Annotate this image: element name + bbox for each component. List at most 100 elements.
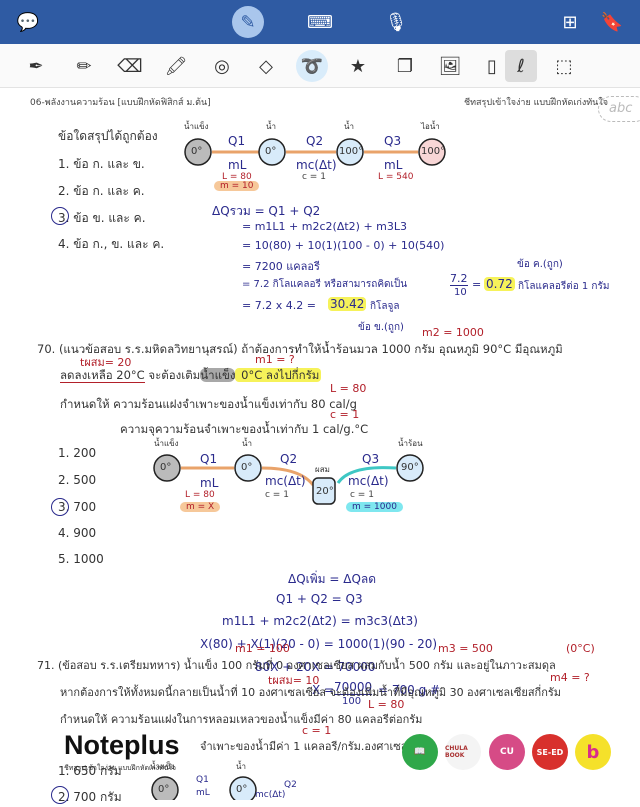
q-label: Q3 — [384, 134, 402, 148]
equals-sign: = — [472, 278, 482, 291]
q70-option[interactable]: 1. 200 — [58, 446, 97, 460]
se-ed-logo: SE-ED — [532, 734, 568, 770]
temp-label: 0° — [265, 146, 277, 157]
q70-option[interactable]: 2. 500 — [58, 473, 97, 487]
work-line: X(80) + X(1)(20 - 0) = 1000(1)(90 - 20) — [200, 637, 438, 651]
state-label: น้ำแข็ง — [184, 122, 209, 131]
water-state-circle — [234, 454, 262, 482]
steam-state-circle — [418, 138, 446, 166]
q-label: Q3 — [362, 452, 380, 466]
formula-label: mL — [228, 158, 247, 172]
work-line: = m1L1 + m2c2(Δt2) + m3L3 — [242, 220, 407, 233]
mic-off-icon[interactable]: 🎙 — [384, 11, 408, 33]
mass-label: m = 1000 — [346, 502, 403, 512]
work-line: ΔQเพิ่ม = ΔQลด — [288, 572, 377, 586]
fraction-denominator: 10 — [454, 287, 467, 298]
result-highlight: 0.72 — [484, 277, 515, 291]
q-label: Q2 — [284, 780, 297, 790]
q69-option[interactable]: 3. ข้อ ข. และ ค. — [58, 211, 146, 225]
q71-text: หากต้องการให้ทั้งหมดนี้กลายเป็นน้ำที่ 10… — [60, 686, 562, 699]
water-state-circle — [229, 776, 257, 800]
page-tool-icon[interactable]: ▯ — [487, 55, 497, 77]
pen-mode-icon[interactable]: ✎ — [232, 6, 264, 38]
chula-book-logo: CHULA BOOK — [445, 734, 481, 770]
formula-label: mc(Δt) — [348, 474, 389, 488]
temp-label: 0° — [191, 146, 203, 157]
work-line: = 7.2 x 4.2 = — [242, 299, 316, 312]
annotation: m1 = ? — [255, 353, 295, 366]
page-header-right: ชีทสรุปเข้าใจง่าย แบบฝึกหัดเก่งทันใจ — [463, 98, 608, 108]
annotation: m4 = ? — [550, 671, 590, 684]
formula-label: mc(Δt) — [296, 158, 337, 172]
answer-circle — [51, 786, 69, 804]
text: จะต้องเติม — [144, 368, 201, 382]
ai-chat-icon[interactable]: 💬 — [16, 11, 40, 33]
noteplus-watermark: Noteplus — [64, 730, 180, 760]
unit-label: กิโลแคลอรีต่อ 1 กรัม — [518, 281, 610, 292]
lasso-tool-icon[interactable]: ➰ — [296, 50, 328, 82]
q71-text: จำเพาะของน้ำมีค่า 1 แคลอรี/กรัม.องศาเซลเ… — [200, 740, 432, 753]
shapes-tool-icon[interactable]: ◇ — [259, 55, 273, 77]
formula-label: mL — [200, 476, 219, 490]
text: 0°C ลงไปกี่กรัม — [235, 368, 322, 382]
mixture-cup — [312, 477, 336, 505]
state-label: น้ำแข็ง — [150, 762, 175, 771]
text: ลดลงเหลือ 20°C — [60, 368, 145, 383]
formula-label: mc(Δt) — [255, 790, 286, 800]
state-label: ไอน้ำ — [421, 122, 440, 131]
lasso-select-tool-icon[interactable]: ℓ — [505, 50, 537, 82]
annotation: tผสม= 20 — [80, 356, 132, 369]
q69-option[interactable]: 1. ข้อ ก. และ ข. — [58, 157, 145, 171]
work-line: X = — [312, 683, 335, 697]
constant-label: c = 1 — [265, 490, 289, 500]
tape-tool-icon[interactable]: ◎ — [214, 55, 230, 77]
q71-option[interactable]: 1. 650 กรัม — [58, 764, 122, 778]
text-tool[interactable]: abc — [598, 96, 640, 122]
q69-option[interactable]: 4. ข้อ ก., ข. และ ค. — [58, 237, 165, 251]
ice-state-circle — [153, 454, 181, 482]
work-line: 80X + 20X = 70000 — [255, 660, 376, 674]
answer-circle — [51, 207, 69, 225]
page-header-left: 06-พลังงานความร้อน [แบบฝึกหัดฟิสิกส์ ม.ต… — [30, 98, 211, 108]
q70-text: ลดลงเหลือ 20°C จะต้องเติมน้ำแข็ง 0°C ลงไ… — [60, 367, 322, 385]
state-label: น้ำ — [236, 762, 246, 771]
result-highlight: 30.42 — [328, 297, 367, 311]
q69-option[interactable]: 2. ข้อ ก. และ ค. — [58, 184, 145, 198]
highlighter-tool-icon[interactable]: 🖍 — [164, 55, 188, 77]
work-line: = 700 g # — [378, 683, 441, 697]
pencil-tool-icon[interactable]: ✏ — [76, 55, 92, 77]
q-label: Q1 — [228, 134, 246, 148]
q-label: Q1 — [196, 775, 209, 785]
keyboard-icon[interactable]: ⌨ — [307, 11, 333, 33]
pen-tool-icon[interactable]: ✒ — [28, 55, 44, 77]
work-line: ΔQรวม = Q1 + Q2 — [212, 204, 321, 218]
state-label: น้ำ — [242, 439, 252, 448]
image-tool-icon[interactable]: 🖼 — [438, 55, 462, 77]
mass-label: m = X — [180, 502, 221, 512]
mass-label: m = 10 — [214, 181, 260, 191]
formula-label: mc(Δt) — [265, 474, 306, 488]
constant-label: L = 80 — [185, 490, 215, 500]
ice-state-circle — [184, 138, 212, 166]
annotation: L = 80 — [330, 382, 367, 395]
sticker-tool-icon[interactable]: ★ — [349, 55, 367, 77]
q-label: Q2 — [280, 452, 298, 466]
q70-text: กำหนดให้ ความร้อนแฝงจำเพาะของน้ำแข็งเท่า… — [60, 397, 357, 411]
constant-label: c = 1 — [302, 172, 326, 182]
temp-label: 20° — [316, 486, 334, 497]
water-state-circle — [336, 138, 364, 166]
fraction-numerator: 7.2 — [450, 272, 468, 286]
q70-option[interactable]: 4. 900 — [58, 526, 97, 540]
rect-select-tool-icon[interactable]: ⬚ — [555, 55, 573, 77]
temp-label: 0° — [160, 462, 172, 473]
constant-label: c = 1 — [350, 490, 374, 500]
add-page-icon[interactable]: ⊞ — [562, 11, 578, 33]
q70-option[interactable]: 5. 1000 — [58, 552, 104, 566]
water-state-circle — [258, 138, 286, 166]
bookmark-icon[interactable]: 🔖 — [600, 11, 624, 33]
q71-text: 71. (ข้อสอบ ร.ร.เตรียมทหาร) น้ำแข็ง 100 … — [37, 659, 556, 672]
copy-tool-icon[interactable]: ❐ — [396, 55, 414, 77]
annotation: c = 1 — [330, 408, 360, 421]
eraser-tool-icon[interactable]: ⌫ — [117, 55, 143, 77]
formula-label: mL — [196, 788, 210, 798]
